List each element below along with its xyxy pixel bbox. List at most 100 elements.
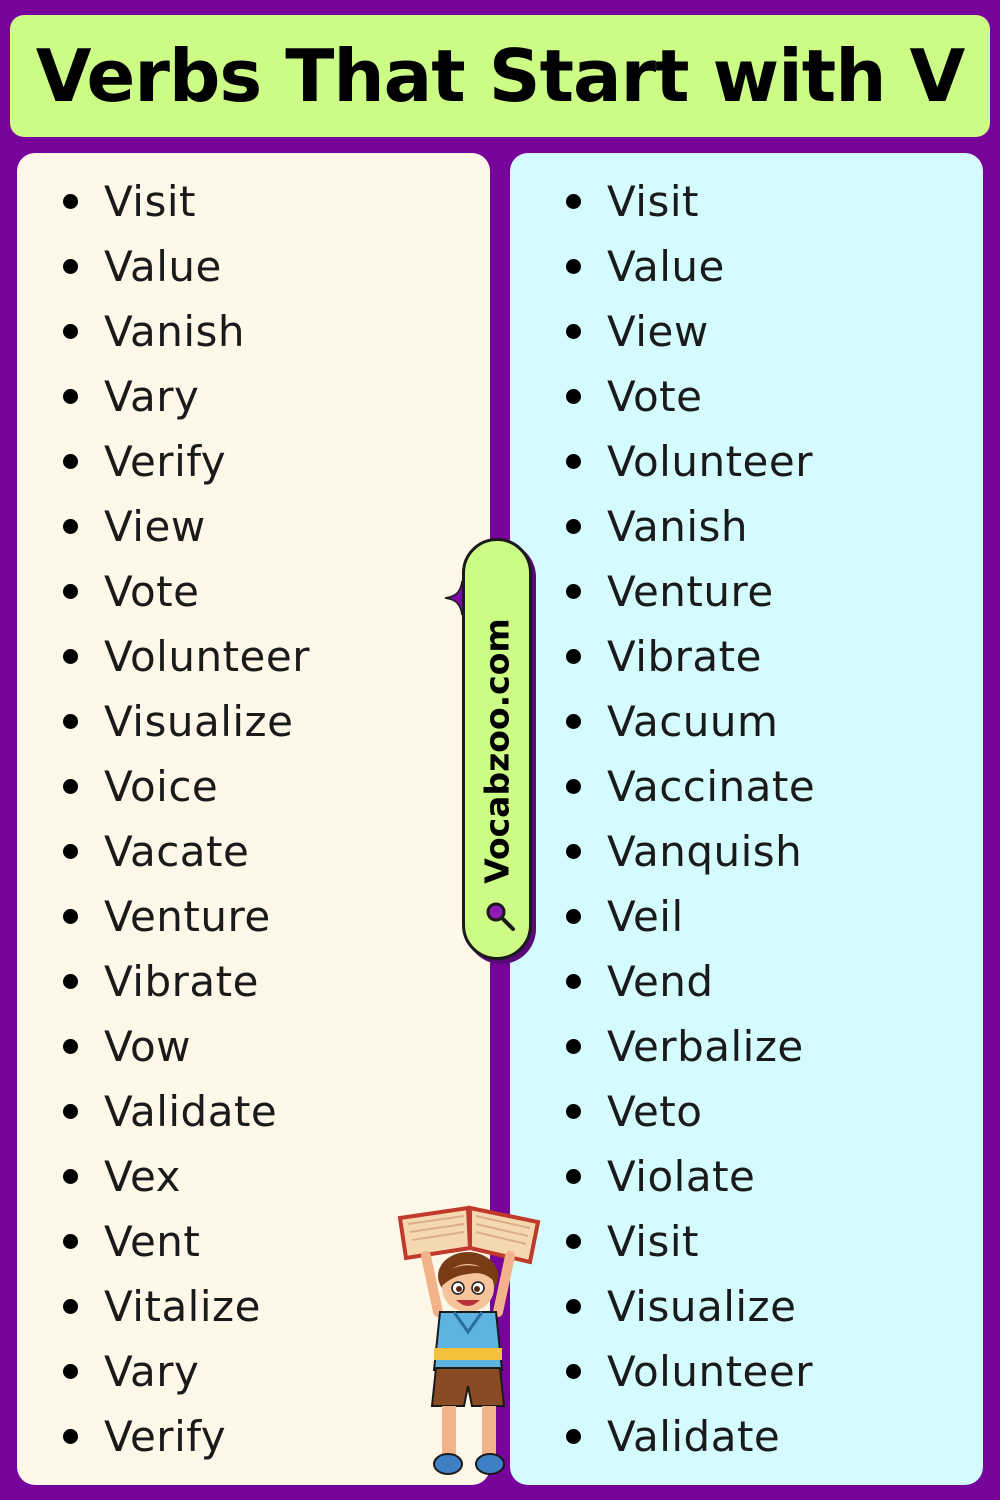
bullet-icon bbox=[63, 1234, 78, 1249]
list-item: Venture bbox=[559, 559, 815, 624]
verb-word: View bbox=[607, 306, 709, 356]
verb-word: Vend bbox=[607, 956, 714, 1006]
verb-word: Validate bbox=[607, 1411, 781, 1461]
list-item: Veil bbox=[559, 884, 815, 949]
bullet-icon bbox=[63, 324, 78, 339]
bullet-icon bbox=[63, 259, 78, 274]
bullet-icon bbox=[63, 584, 78, 599]
list-item: Verify bbox=[56, 1404, 310, 1469]
verb-word: Venture bbox=[104, 891, 271, 941]
verb-word: Veto bbox=[607, 1086, 703, 1136]
bullet-icon bbox=[63, 519, 78, 534]
list-item: Visit bbox=[559, 1209, 815, 1274]
bullet-icon bbox=[63, 844, 78, 859]
list-item: Visit bbox=[56, 169, 310, 234]
verb-word: Vow bbox=[104, 1021, 192, 1071]
list-item: Vacuum bbox=[559, 689, 815, 754]
bullet-icon bbox=[63, 389, 78, 404]
list-item: Vary bbox=[56, 1339, 310, 1404]
verb-word: Vibrate bbox=[607, 631, 762, 681]
verb-word: Vent bbox=[104, 1216, 201, 1266]
list-item: Vote bbox=[559, 364, 815, 429]
verb-word: Value bbox=[104, 241, 222, 291]
verb-word: Vanish bbox=[104, 306, 245, 356]
verb-word: Vote bbox=[104, 566, 200, 616]
bullet-icon bbox=[63, 714, 78, 729]
list-item: Volunteer bbox=[559, 429, 815, 494]
bullet-icon bbox=[63, 194, 78, 209]
bullet-icon bbox=[566, 519, 581, 534]
list-item: Venture bbox=[56, 884, 310, 949]
verb-word: Vacate bbox=[104, 826, 250, 876]
verb-word: Vacuum bbox=[607, 696, 779, 746]
bullet-icon bbox=[63, 1039, 78, 1054]
right-word-panel bbox=[510, 153, 983, 1485]
verb-word: Volunteer bbox=[104, 631, 310, 681]
verb-word: Vex bbox=[104, 1151, 181, 1201]
bullet-icon bbox=[566, 324, 581, 339]
verb-word: Verbalize bbox=[607, 1021, 804, 1071]
list-item: Vanish bbox=[559, 494, 815, 559]
list-item: Vote bbox=[56, 559, 310, 624]
verb-word: Validate bbox=[104, 1086, 278, 1136]
list-item: Volunteer bbox=[56, 624, 310, 689]
bullet-icon bbox=[566, 584, 581, 599]
verb-word: Volunteer bbox=[607, 1346, 813, 1396]
bullet-icon bbox=[566, 649, 581, 664]
boy-with-book-illustration bbox=[398, 1205, 541, 1475]
verb-word: Volunteer bbox=[607, 436, 813, 486]
list-item: Voice bbox=[56, 754, 310, 819]
list-item: Volunteer bbox=[559, 1339, 815, 1404]
verb-word: Vary bbox=[104, 1346, 200, 1396]
page-title: Verbs That Start with V bbox=[35, 34, 966, 118]
verb-word: Vitalize bbox=[104, 1281, 261, 1331]
list-item: Vend bbox=[559, 949, 815, 1014]
verb-word: Voice bbox=[104, 761, 219, 811]
list-item: View bbox=[56, 494, 310, 559]
list-item: Vent bbox=[56, 1209, 310, 1274]
bullet-icon bbox=[566, 1429, 581, 1444]
bullet-icon bbox=[63, 909, 78, 924]
bullet-icon bbox=[63, 454, 78, 469]
bullet-icon bbox=[566, 1104, 581, 1119]
list-item: Violate bbox=[559, 1144, 815, 1209]
bullet-icon bbox=[566, 1234, 581, 1249]
bullet-icon bbox=[566, 714, 581, 729]
verb-word: Verify bbox=[104, 1411, 227, 1461]
verb-word: Visit bbox=[607, 1216, 699, 1266]
bullet-icon bbox=[566, 259, 581, 274]
bullet-icon bbox=[566, 389, 581, 404]
search-icon bbox=[486, 902, 515, 931]
bullet-icon bbox=[63, 1299, 78, 1314]
bullet-icon bbox=[566, 1169, 581, 1184]
list-item: Verbalize bbox=[559, 1014, 815, 1079]
verb-word: Venture bbox=[607, 566, 774, 616]
bullet-icon bbox=[566, 194, 581, 209]
list-item: Vacate bbox=[56, 819, 310, 884]
verb-word: Visit bbox=[607, 176, 699, 226]
bullet-icon bbox=[63, 1104, 78, 1119]
list-item: Vow bbox=[56, 1014, 310, 1079]
watermark-text: Vocabzoo.com bbox=[477, 618, 517, 884]
list-item: Value bbox=[559, 234, 815, 299]
bullet-icon bbox=[566, 1364, 581, 1379]
bullet-icon bbox=[566, 779, 581, 794]
bullet-icon bbox=[63, 779, 78, 794]
verb-word: Veil bbox=[607, 891, 684, 941]
title-banner: Verbs That Start with V bbox=[10, 15, 990, 137]
verb-word: Vanish bbox=[607, 501, 748, 551]
bullet-icon bbox=[566, 454, 581, 469]
verb-word: Vote bbox=[607, 371, 703, 421]
list-item: Visualize bbox=[56, 689, 310, 754]
list-item: Value bbox=[56, 234, 310, 299]
verb-word: Vaccinate bbox=[607, 761, 816, 811]
bullet-icon bbox=[63, 974, 78, 989]
verb-word: View bbox=[104, 501, 206, 551]
list-item: Vibrate bbox=[559, 624, 815, 689]
left-word-panel bbox=[17, 153, 490, 1485]
watermark-badge: Vocabzoo.com bbox=[462, 538, 532, 960]
bullet-icon bbox=[566, 974, 581, 989]
list-item: Visualize bbox=[559, 1274, 815, 1339]
